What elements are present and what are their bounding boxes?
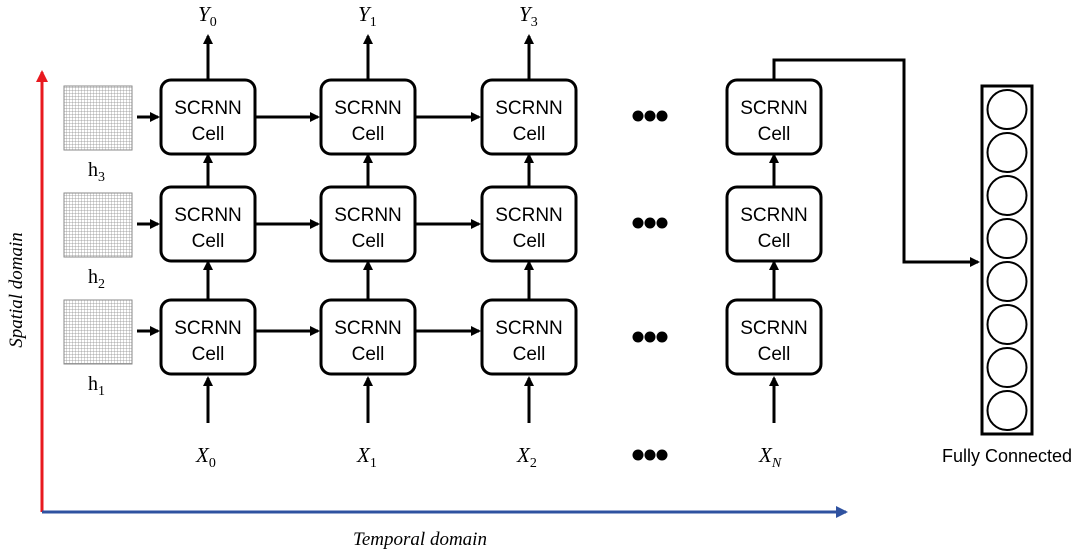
scrnn-cell-subtitle: Cell xyxy=(192,231,225,252)
scrnn-cell-title: SCRNN xyxy=(740,318,808,339)
fc-connector xyxy=(772,58,980,267)
scrnn-cell-r2-c1: SCRNN Cell xyxy=(319,185,417,263)
hidden-state-label-1: h1 xyxy=(88,373,105,399)
hidden-state-label-3: h3 xyxy=(88,159,105,185)
scrnn-cell-box xyxy=(725,78,823,156)
scrnn-cell-r2-c3: SCRNN Cell xyxy=(725,185,823,263)
hidden-state-grid-3 xyxy=(63,85,133,151)
ellipsis-row-1 xyxy=(632,331,668,343)
scrnn-cell-subtitle: Cell xyxy=(758,124,791,145)
input-label-0: X0 xyxy=(195,443,216,471)
scrnn-cell-subtitle: Cell xyxy=(352,231,385,252)
scrnn-cell-box xyxy=(480,298,578,376)
hidden-state-grid-2 xyxy=(63,192,133,258)
scrnn-cell-subtitle: Cell xyxy=(352,344,385,365)
scrnn-cell-subtitle: Cell xyxy=(192,344,225,365)
ellipsis-row-2 xyxy=(632,217,668,229)
scrnn-cell-r3-c2: SCRNN Cell xyxy=(480,78,578,156)
output-label-2: Y3 xyxy=(519,2,538,30)
scrnn-cell-r3-c1: SCRNN Cell xyxy=(319,78,417,156)
fc-neuron xyxy=(986,218,1028,259)
scrnn-cell-box xyxy=(480,185,578,263)
scrnn-cell-subtitle: Cell xyxy=(758,231,791,252)
scrnn-cell-title: SCRNN xyxy=(334,205,402,226)
scrnn-cell-title: SCRNN xyxy=(174,205,242,226)
scrnn-cell-subtitle: Cell xyxy=(352,124,385,145)
scrnn-cell-r1-c2: SCRNN Cell xyxy=(480,298,578,376)
scrnn-cell-r1-c0: SCRNN Cell xyxy=(159,298,257,376)
fully-connected-layer xyxy=(980,84,1034,436)
scrnn-cell-title: SCRNN xyxy=(174,98,242,119)
scrnn-cell-subtitle: Cell xyxy=(513,231,546,252)
scrnn-cell-r2-c0: SCRNN Cell xyxy=(159,185,257,263)
scrnn-cell-r3-c0: SCRNN Cell xyxy=(159,78,257,156)
scrnn-cell-box xyxy=(159,185,257,263)
scrnn-cell-box xyxy=(159,298,257,376)
scrnn-cell-title: SCRNN xyxy=(495,205,563,226)
scrnn-cell-title: SCRNN xyxy=(334,318,402,339)
hidden-state-label-2: h2 xyxy=(88,266,105,292)
scrnn-cell-box xyxy=(725,298,823,376)
scrnn-cell-title: SCRNN xyxy=(495,98,563,119)
scrnn-cell-r2-c2: SCRNN Cell xyxy=(480,185,578,263)
scrnn-cell-subtitle: Cell xyxy=(513,344,546,365)
output-label-1: Y1 xyxy=(358,2,377,30)
input-label-n: XN xyxy=(758,443,782,471)
scrnn-cell-title: SCRNN xyxy=(740,98,808,119)
fc-neuron xyxy=(986,261,1028,302)
scrnn-cell-title: SCRNN xyxy=(740,205,808,226)
scrnn-cell-box xyxy=(480,78,578,156)
fc-neuron xyxy=(986,347,1028,388)
hidden-state-grid-1 xyxy=(63,299,133,365)
spatial-axis-label: Spatial domain xyxy=(6,232,27,348)
scrnn-cell-box xyxy=(319,185,417,263)
fc-neuron xyxy=(986,175,1028,216)
scrnn-cell-box xyxy=(159,78,257,156)
fully-connected-label: Fully Connected xyxy=(942,446,1072,466)
cells-layer: SCRNNCellSCRNNCellSCRNNCellSCRNNCellSCRN… xyxy=(159,78,823,376)
scrnn-cell-title: SCRNN xyxy=(334,98,402,119)
scrnn-cell-title: SCRNN xyxy=(495,318,563,339)
output-label-0: Y0 xyxy=(198,2,217,30)
fc-neuron xyxy=(986,390,1028,431)
fc-neuron xyxy=(986,304,1028,345)
scrnn-cell-title: SCRNN xyxy=(174,318,242,339)
input-label-1: X1 xyxy=(356,443,377,471)
scrnn-cell-box xyxy=(319,298,417,376)
ellipsis-row-3 xyxy=(632,110,668,122)
fc-neuron xyxy=(986,89,1028,130)
scrnn-cell-subtitle: Cell xyxy=(758,344,791,365)
scrnn-cell-subtitle: Cell xyxy=(192,124,225,145)
ellipsis-inputs xyxy=(632,449,668,461)
input-label-2: X2 xyxy=(516,443,537,471)
scrnn-cell-subtitle: Cell xyxy=(513,124,546,145)
scrnn-cell-box xyxy=(725,185,823,263)
fc-neuron xyxy=(986,132,1028,173)
temporal-axis-label: Temporal domain xyxy=(353,529,487,550)
scrnn-cell-r1-c1: SCRNN Cell xyxy=(319,298,417,376)
scrnn-cell-r3-c3: SCRNN Cell xyxy=(725,78,823,156)
scrnn-cell-r1-c3: SCRNN Cell xyxy=(725,298,823,376)
scrnn-cell-box xyxy=(319,78,417,156)
